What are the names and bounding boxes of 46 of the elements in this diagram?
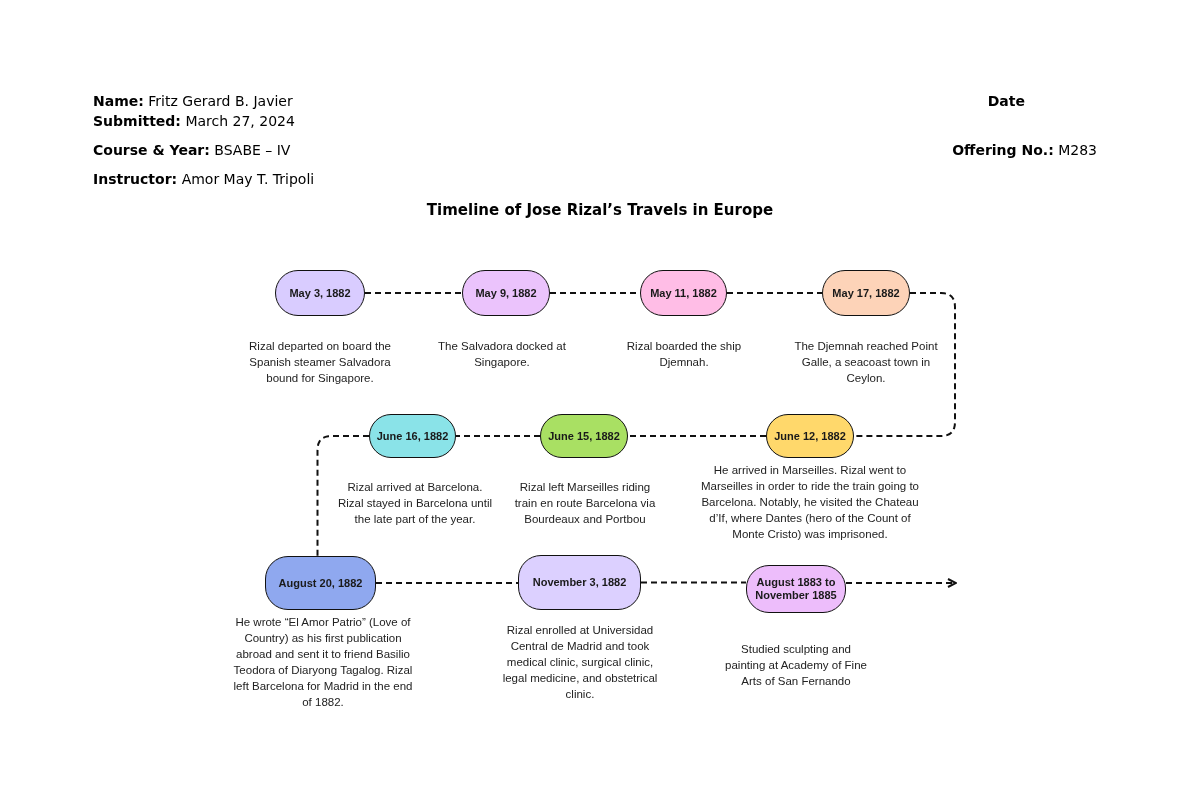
event-description: Rizal arrived at Barcelona. Rizal stayed in Barcelona until the late part of the year.	[336, 480, 494, 527]
date-pill	[369, 414, 456, 458]
connector-line	[364, 292, 463, 294]
date-pill	[640, 270, 727, 316]
connector-line	[627, 435, 767, 437]
event-description: Rizal departed on board the Spanish steamer Salvadora bound for Singapore.	[248, 339, 392, 386]
connector-line	[726, 292, 823, 294]
event-description: Rizal left Marseilles riding train en route Barcelona via Bourdeaux and Portbou	[513, 480, 657, 527]
student-name: Name: Fritz Gerard B. Javier	[93, 92, 293, 110]
diagram-title: Timeline of Jose Rizal’s Travels in Europe	[425, 200, 775, 220]
event-description: Rizal boarded the ship Djemnah.	[625, 339, 743, 370]
connector-line	[375, 582, 519, 584]
date-pill	[766, 414, 854, 458]
event-description: He wrote “El Amor Patrio” (Love of Country) as his first publication abroad and sent it to friend Basilio Teodora of Diaryong Tagalog. Rizal left Barcelona for Madrid in the end of 1882.	[232, 615, 414, 710]
date-pill	[540, 414, 628, 458]
connector-line	[853, 292, 956, 437]
connector-line	[316, 435, 370, 557]
arrow	[845, 578, 957, 588]
date-pill	[265, 556, 376, 610]
date-text: June 12, 1882	[774, 429, 846, 443]
date-label: Date	[987, 92, 1025, 110]
date-text: August 20, 1882	[278, 576, 363, 590]
connector-line	[640, 581, 747, 584]
date-text: August 1883 to November 1885	[754, 576, 838, 602]
date-pill	[746, 565, 846, 613]
date-pill	[275, 270, 365, 316]
course-year: Course & Year: BSABE – IV	[93, 141, 291, 159]
event-description: The Djemnah reached Point Galle, a seacoast town in Ceylon.	[793, 339, 939, 386]
event-description: Rizal enrolled at Universidad Central de Madrid and took medical clinic, surgical clinic, legal medicine, and obstetrical clinic.	[501, 623, 659, 702]
date-text: May 17, 1882	[832, 286, 900, 300]
event-description: Studied sculpting and painting at Academy of Fine Arts of San Fernando	[725, 642, 867, 689]
submission-date: Submitted: March 27, 2024	[93, 112, 295, 130]
date-text: May 3, 1882	[289, 286, 351, 300]
date-text: June 15, 1882	[548, 429, 620, 443]
connector-line	[455, 435, 541, 437]
date-pill	[822, 270, 910, 316]
event-description: The Salvadora docked at Singapore.	[437, 339, 567, 370]
instructor-name: Instructor: Amor May T. Tripoli	[93, 170, 315, 188]
offering-number: Offering No.: M283	[952, 141, 1097, 159]
date-pill	[518, 555, 641, 610]
date-text: June 16, 1882	[376, 429, 449, 443]
date-text: May 11, 1882	[650, 286, 717, 300]
date-text: November 3, 1882	[532, 576, 627, 589]
event-description: He arrived in Marseilles. Rizal went to Marseilles in order to ride the train going to Barcelona. Notably, he visited the Chateau d’If, where Dantes (hero of the Count of Monte Cristo) was imprisoned.	[700, 463, 920, 542]
date-text: May 9, 1882	[475, 286, 537, 300]
date-pill	[462, 270, 550, 316]
